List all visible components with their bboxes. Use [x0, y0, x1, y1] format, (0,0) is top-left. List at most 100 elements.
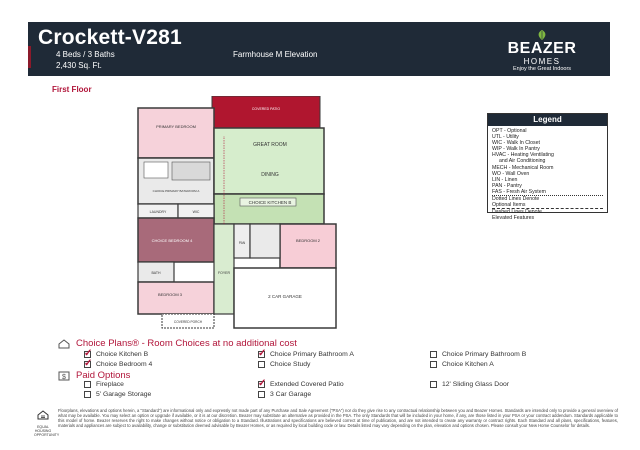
legend-item: OPT - Optional [492, 128, 527, 134]
choice-primary-bath-label: CHOICE PRIMARY BATHROOM A [153, 189, 200, 193]
bedroom-3-label: BEDROOM 3 [158, 292, 183, 297]
option-label: 5' Garage Storage [96, 391, 152, 398]
paid-options-title: Paid Options [76, 370, 131, 381]
wic-label: WIC [193, 210, 200, 214]
floor-label: First Floor [52, 85, 92, 94]
disclaimer-text: Floorplans, elevations and options herei… [58, 408, 618, 428]
option-label: Choice Bedroom 4 [96, 361, 153, 368]
primary-bath-shower [171, 161, 211, 181]
legend-item: WIP - Walk In Pantry [492, 146, 540, 153]
option-label: Choice Primary Bathroom A [270, 351, 354, 358]
bedroom-3 [137, 281, 215, 315]
option-label: Choice Primary Bathroom B [442, 351, 527, 358]
option-choice-bedroom-4[interactable]: Choice Bedroom 4 [84, 358, 153, 369]
covered-porch [161, 313, 215, 329]
choice-kitchen-label: CHOICE KITCHEN B [249, 200, 292, 205]
option-sliding-glass-door[interactable]: 12' Sliding Glass Door [430, 381, 509, 388]
covered-patio-label: COVERED PATIO [252, 107, 281, 111]
covered-porch-label: COVERED PORCH [174, 320, 203, 324]
choice-plans-title: Choice Plans® - Room Choices at no addit… [76, 338, 297, 349]
option-choice-kitchen-a[interactable]: Choice Kitchen A [430, 361, 494, 368]
floor-plan: COVERED PATIO PRIMARY BEDROOM CHOICE PRI… [137, 96, 337, 329]
header-accent-bar [28, 46, 31, 68]
choice-plans-heading: Choice Plans® - Room Choices at no addit… [58, 338, 297, 349]
paid-options-heading: $ Paid Options [58, 370, 130, 381]
brand-sub: HOMES [523, 57, 561, 66]
legend-item: Dotted Lines Denote [492, 195, 603, 202]
legend-item: Optional Items [492, 202, 526, 209]
legend-title: Legend [488, 114, 607, 126]
option-label: Extended Covered Patio [270, 381, 344, 388]
option-fireplace[interactable]: Fireplace [84, 381, 124, 388]
checkbox-unchecked[interactable] [430, 381, 437, 388]
checkbox-unchecked[interactable] [430, 361, 437, 368]
option-label: 3 Car Garage [270, 391, 312, 398]
laundry-label: LAUNDRY [150, 210, 167, 214]
checkbox-checked[interactable] [84, 358, 92, 369]
leaf-icon [538, 30, 546, 40]
elevation-name: Farmhouse M Elevation [233, 50, 318, 59]
great-room [213, 127, 325, 195]
primary-bedroom [137, 107, 215, 159]
hall-bath [249, 223, 281, 259]
foyer [213, 223, 235, 315]
option-choice-primary-bathroom-b[interactable]: Choice Primary Bathroom B [430, 351, 526, 358]
plan-header: Crockett-V281 4 Beds / 3 Baths 2,430 Sq.… [28, 22, 610, 76]
option-label: 12' Sliding Glass Door [442, 381, 510, 388]
dollar-icon: $ [58, 371, 70, 381]
garage [233, 267, 337, 329]
square-footage: 2,430 Sq. Ft. [56, 61, 102, 70]
bedroom-2 [279, 223, 337, 269]
svg-text:$: $ [62, 374, 66, 381]
checkbox-unchecked[interactable] [84, 391, 91, 398]
primary-bedroom-label: PRIMARY BEDROOM [156, 124, 196, 129]
legend-item: Elevated Features [492, 215, 535, 222]
choice-bedroom-4 [137, 217, 215, 263]
legend-item: and Air Conditioning [499, 158, 546, 165]
covered-patio [211, 96, 321, 129]
legend-item: MECH - Mechanical Room [492, 164, 554, 171]
option-label: Choice Kitchen B [96, 351, 149, 358]
legend-item: PAN - Pantry [492, 182, 522, 189]
dining-label: DINING [261, 172, 279, 178]
legend-item: LIN - Linen [492, 176, 518, 183]
kitchen-island [239, 197, 297, 207]
choice-bedroom-4-label: CHOICE BEDROOM 4 [152, 238, 193, 243]
checkbox-checked[interactable] [258, 378, 266, 389]
option-choice-study[interactable]: Choice Study [258, 361, 310, 368]
option-extended-covered-patio[interactable]: Extended Covered Patio [258, 378, 344, 389]
checkbox-unchecked[interactable] [84, 381, 91, 388]
legend-box: Legend OPT - Optional UTL - Utility WIC … [487, 113, 608, 221]
brand-tagline: Enjoy the Great Indoors [512, 66, 572, 72]
option-label: Fireplace [96, 381, 124, 388]
brand-name: BEAZER [507, 40, 577, 57]
option-choice-kitchen-b[interactable]: Choice Kitchen B [84, 348, 149, 359]
bath-label: BATH [151, 271, 161, 275]
checkbox-checked[interactable] [258, 348, 266, 359]
bedroom-2-label: BEDROOM 2 [296, 238, 321, 243]
option-label: Choice Study [270, 361, 311, 368]
checkbox-unchecked[interactable] [258, 361, 265, 368]
option-3-car-garage[interactable]: 3 Car Garage [258, 391, 311, 398]
great-room-label: GREAT ROOM [253, 142, 287, 148]
option-garage-storage[interactable]: 5' Garage Storage [84, 391, 151, 398]
equal-housing-text: EQUAL HOUSING OPPORTUNITY [34, 425, 60, 437]
beazer-logo: BEAZER HOMES Enjoy the Great Indoors [492, 30, 592, 73]
garage-label: 2 CAR GARAGE [268, 294, 302, 299]
option-label: Choice Kitchen A [442, 361, 494, 368]
checkbox-checked[interactable] [84, 348, 92, 359]
legend-item: Dashed Lines Denote [492, 208, 603, 215]
checkbox-unchecked[interactable] [258, 391, 265, 398]
beds-baths: 4 Beds / 3 Baths [56, 50, 115, 59]
legend-item: FAS - Fresh Air System [492, 188, 546, 195]
legend-item: WO - Wall Oven [492, 170, 530, 177]
plan-title: Crockett-V281 [38, 26, 182, 49]
house-icon [58, 338, 70, 348]
foyer-label: FOYER [218, 271, 231, 275]
primary-bath-tub [143, 161, 169, 179]
legend-items: OPT - Optional UTL - Utility WIC - Walk … [488, 126, 607, 223]
legend-item: UTL - Utility [492, 134, 519, 141]
checkbox-unchecked[interactable] [430, 351, 437, 358]
legend-item: HVAC - Heating Ventilating [492, 152, 554, 159]
option-choice-primary-bathroom-a[interactable]: Choice Primary Bathroom A [258, 348, 354, 359]
